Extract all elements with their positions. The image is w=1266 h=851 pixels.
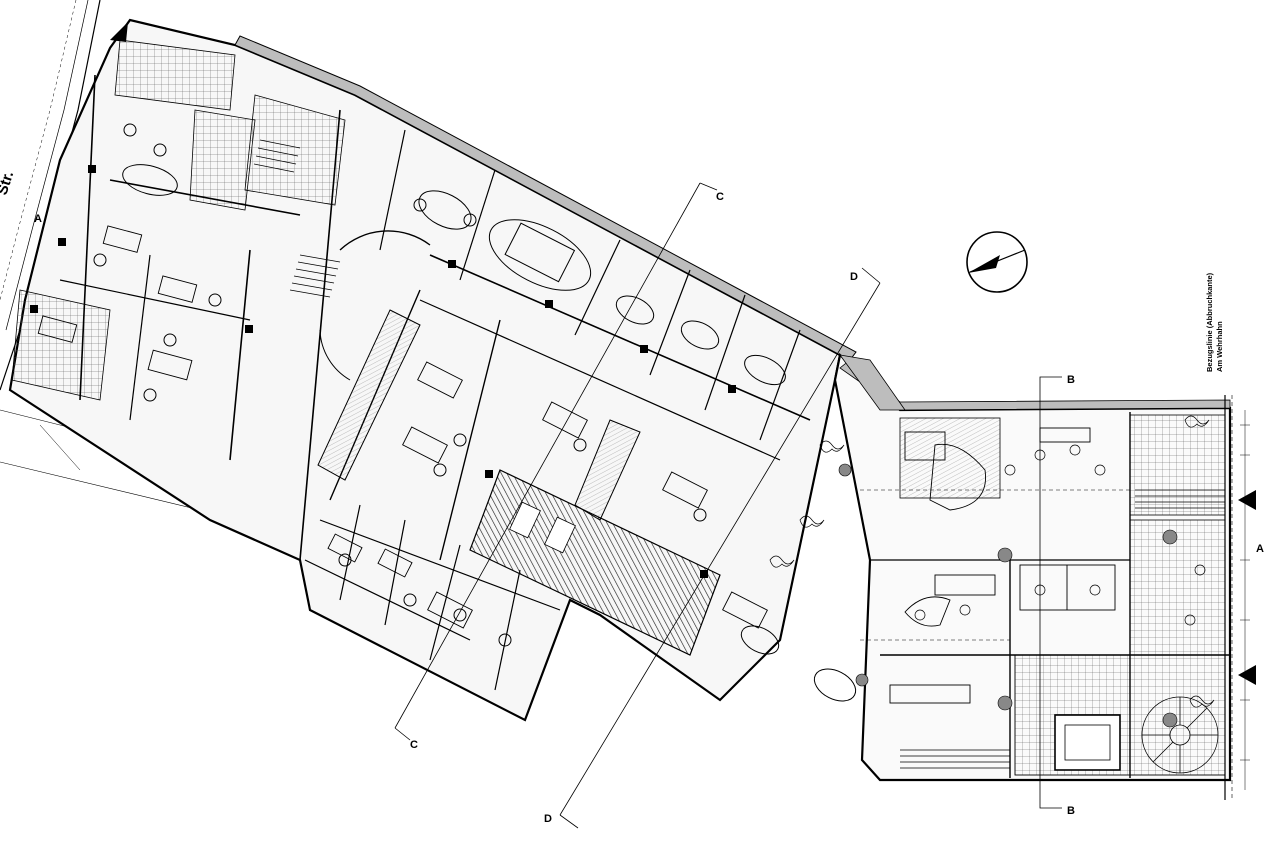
section-label-b-bottom: B — [1067, 805, 1075, 817]
reference-line-note: Bezugslinie (Abbruchkante) — [1205, 272, 1214, 372]
street-label: Str. — [0, 169, 17, 197]
section-label-d-bottom: D — [544, 813, 552, 825]
building-west-wing — [8, 18, 857, 722]
section-line-c — [394, 182, 718, 741]
section-label-c-bottom: C — [410, 739, 418, 751]
section-arrow-icon — [110, 22, 1256, 685]
north-arrow-icon — [966, 231, 1028, 293]
section-label-a-left: A — [34, 213, 42, 225]
section-label-d-top: D — [850, 271, 858, 283]
section-line-b — [1039, 376, 1062, 809]
section-label-c-top: C — [716, 191, 724, 203]
reference-baseline — [1224, 395, 1250, 800]
street-name-note: Am Wehrhahn — [1215, 321, 1224, 372]
section-label-a-right: A — [1256, 543, 1264, 555]
section-line-d — [559, 267, 881, 829]
building-east-wing — [769, 352, 1232, 782]
section-label-b-top: B — [1067, 374, 1075, 386]
